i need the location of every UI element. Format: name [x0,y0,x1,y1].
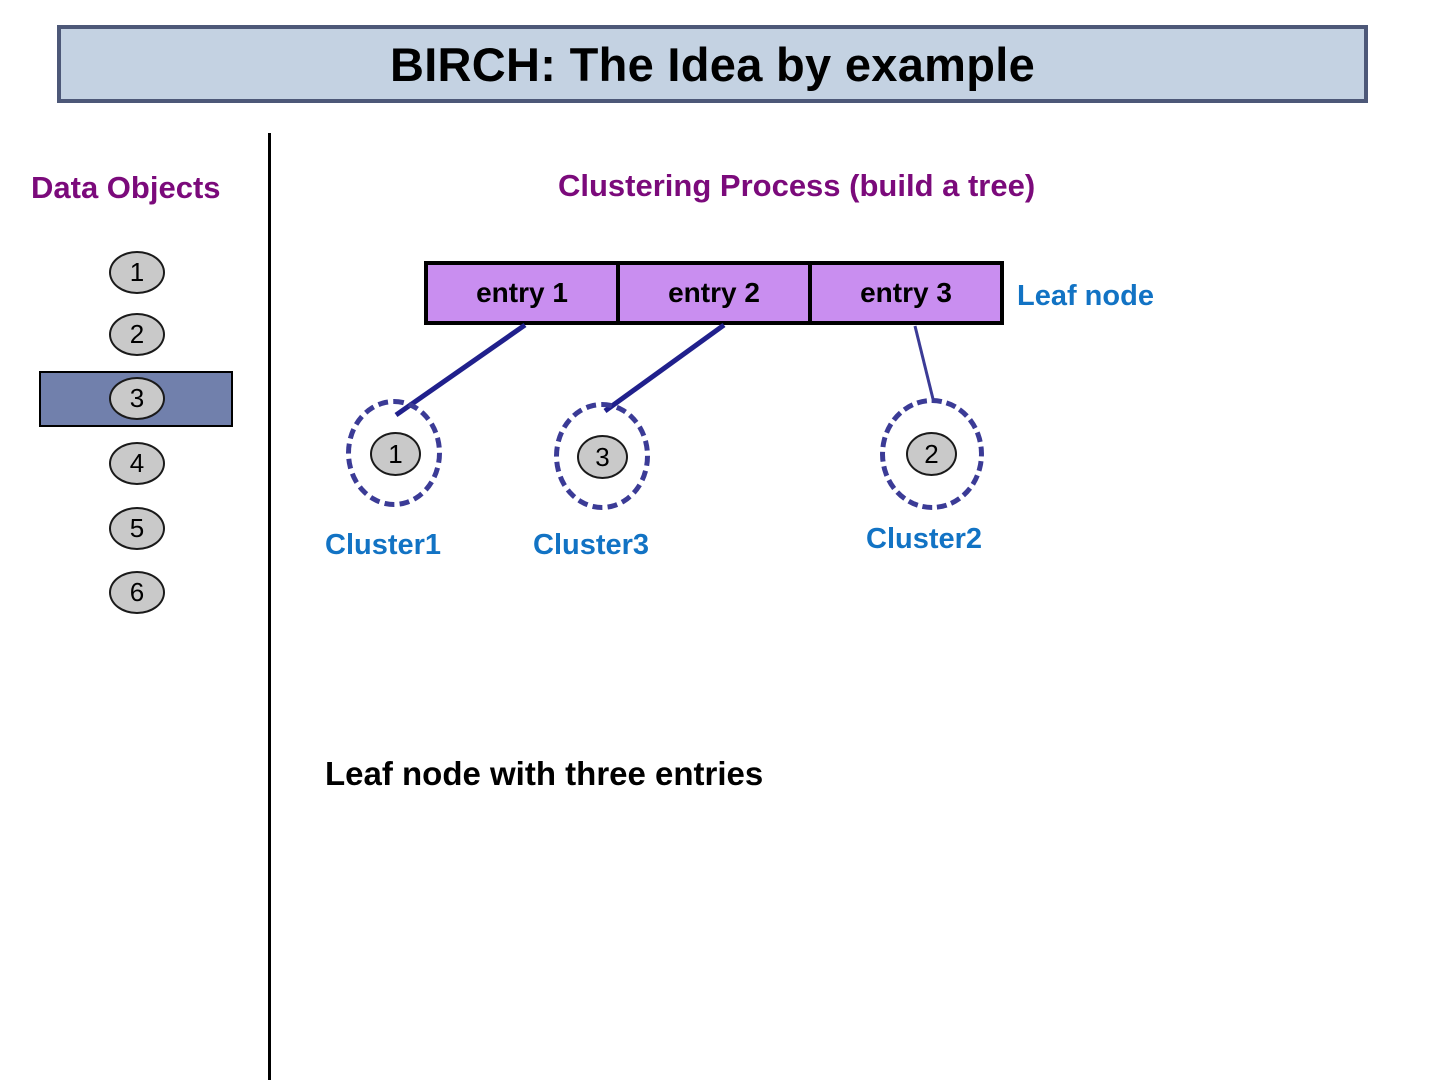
cluster-node-3: 3 [577,435,628,479]
leaf-entry-1: entry 1 [428,265,616,321]
leaf-node-label: Leaf node [1017,280,1154,312]
data-object-2: 2 [109,313,165,356]
cluster-label-2: Cluster2 [866,523,983,555]
cluster-ring-1 [346,399,442,507]
connector-entry3-cluster2 [913,325,935,400]
clustering-process-heading: Clustering Process (build a tree) [558,168,1036,203]
slide-caption: Leaf node with three entries [325,755,764,792]
data-object-1: 1 [109,251,165,294]
data-object-6: 6 [109,571,165,614]
connector-entry2-cluster3 [603,322,726,414]
data-object-3: 3 [109,377,165,420]
leaf-node-box: entry 1 entry 2 entry 3 [424,261,1004,325]
leaf-entry-3: entry 3 [808,265,1000,321]
data-object-5: 5 [109,507,165,550]
slide-title-box: BIRCH: The Idea by example [57,25,1368,103]
connector-entry1-cluster1 [394,322,527,418]
cluster-ring-3 [554,402,650,510]
data-objects-heading: Data Objects [31,170,221,205]
cluster-ring-2 [880,398,984,510]
leaf-entry-2: entry 2 [616,265,808,321]
panel-divider [268,133,271,1080]
cluster-node-2: 2 [906,432,957,476]
cluster-node-1: 1 [370,432,421,476]
cluster-label-1: Cluster1 [325,529,442,561]
data-object-4: 4 [109,442,165,485]
cluster-label-3: Cluster3 [533,529,650,561]
page-title: BIRCH: The Idea by example [389,37,1036,91]
